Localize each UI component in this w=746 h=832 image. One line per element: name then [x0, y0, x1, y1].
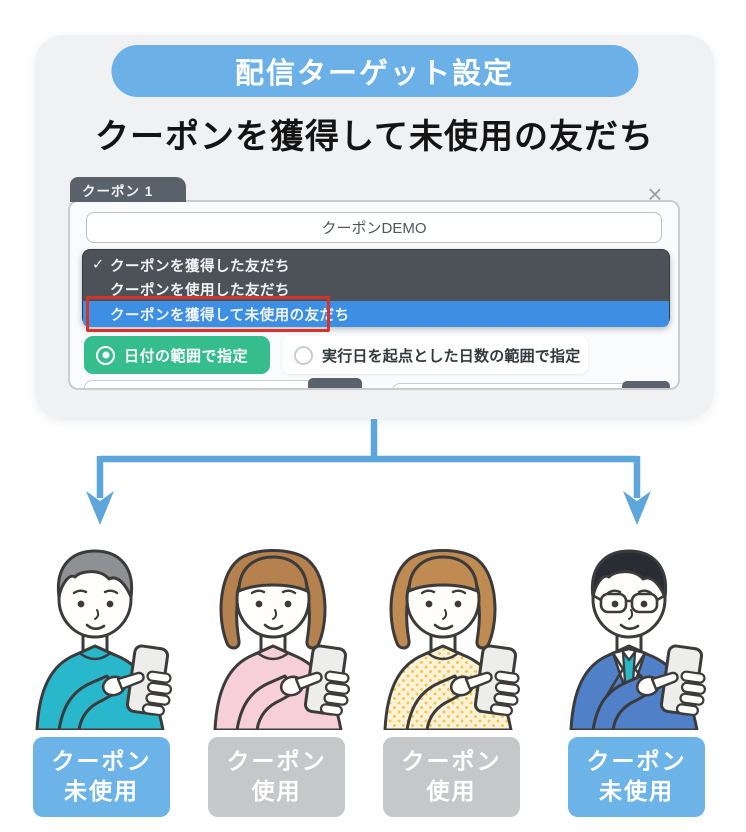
radio-label: 日付の範囲で指定 — [124, 347, 249, 365]
result-label-line2: 未使用 — [599, 778, 674, 804]
target-setting-card: 配信ターゲット設定 クーポンを獲得して未使用の友だち クーポン 1 × ✓ クー… — [35, 35, 714, 420]
arrow-down-left-icon — [86, 491, 114, 525]
check-icon: ✓ — [92, 257, 105, 273]
dropdown-option-acquired-unused[interactable]: クーポンを獲得して未使用の友だち — [83, 301, 669, 327]
target-dropdown: ✓ クーポンを獲得した友だち クーポンを使用した友だち クーポンを獲得して未使用… — [82, 249, 670, 332]
radio-date-range[interactable]: 日付の範囲で指定 — [84, 336, 270, 374]
dropdown-option-label: クーポンを獲得した友だち — [110, 258, 290, 275]
clipped-field-left-button — [308, 378, 362, 388]
dropdown-option-acquired[interactable]: ✓ クーポンを獲得した友だち — [83, 253, 669, 277]
result-label-4: クーポン 未使用 — [568, 737, 705, 817]
person-illustration-2 — [195, 525, 365, 732]
person-illustration-3 — [365, 525, 535, 732]
result-label-line2: 未使用 — [64, 778, 139, 804]
flow-arrow — [86, 419, 651, 525]
coupon-dialog: ✓ クーポンを獲得した友だち クーポンを使用した友だち クーポンを獲得して未使用… — [68, 200, 680, 390]
coupon-name-field[interactable] — [86, 212, 662, 243]
result-label-line1: クーポン — [51, 748, 152, 775]
person-illustration-1 — [17, 525, 187, 732]
person-illustration-4 — [551, 525, 721, 732]
radio-selected-icon — [96, 345, 115, 365]
selected-target-title: クーポンを獲得して未使用の友だち — [95, 118, 654, 156]
dropdown-option-used[interactable]: クーポンを使用した友だち — [83, 277, 669, 301]
result-label-2: クーポン 使用 — [208, 737, 345, 817]
dropdown-option-label: クーポンを使用した友だち — [110, 282, 290, 299]
radio-days-range[interactable]: 実行日を起点とした日数の範囲で指定 — [282, 336, 588, 374]
result-label-line1: クーポン — [401, 748, 502, 775]
arrow-down-right-icon — [623, 491, 651, 525]
coupon-tab[interactable]: クーポン 1 — [70, 177, 186, 202]
result-label-line1: クーポン — [226, 748, 327, 775]
close-icon[interactable]: × — [647, 179, 663, 209]
result-label-3: クーポン 使用 — [383, 737, 520, 817]
radio-unselected-icon — [294, 345, 313, 365]
radio-label: 実行日を起点とした日数の範囲で指定 — [322, 347, 581, 365]
result-label-1: クーポン 未使用 — [33, 737, 170, 817]
result-label-line2: 使用 — [251, 778, 302, 804]
result-label-line1: クーポン — [586, 748, 687, 775]
dropdown-option-label: クーポンを獲得して未使用の友だち — [110, 307, 350, 324]
delivery-target-badge: 配信ターゲット設定 — [111, 45, 638, 97]
clipped-field-right-button — [622, 381, 670, 388]
result-label-line2: 使用 — [426, 778, 477, 804]
